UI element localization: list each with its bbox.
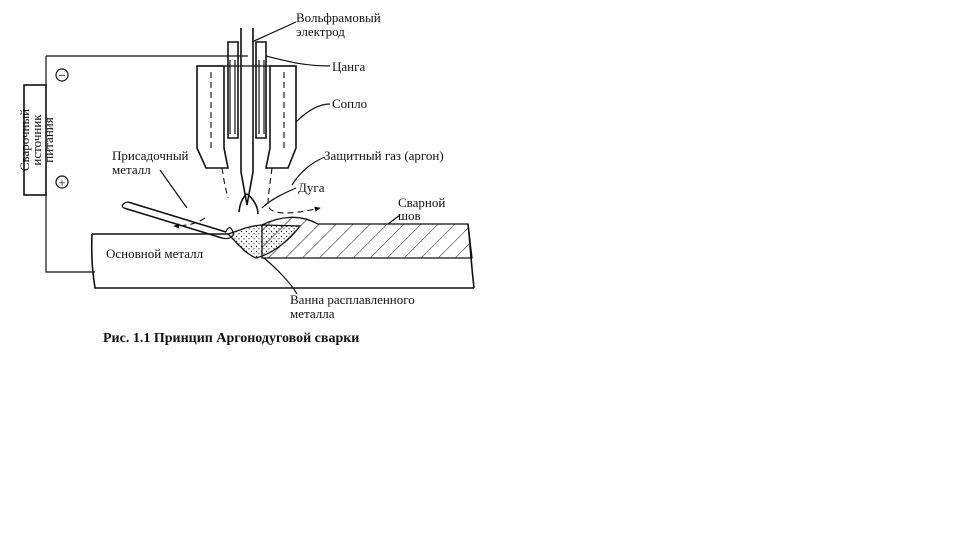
leader-electrode (251, 21, 297, 43)
leader-lines (159, 21, 401, 295)
collet-hatching (229, 60, 265, 134)
minus-terminal-icon (55, 68, 69, 82)
label-electrode-line-2: электрод (296, 24, 345, 39)
gas-flow-right-arrow (267, 167, 321, 214)
positive-wire-to-workpiece (45, 195, 95, 273)
collet-left (227, 41, 239, 139)
label-filler-line-1: Присадочный (112, 148, 189, 163)
base-metal-outline (90, 233, 474, 289)
nozzle-right-wall (265, 65, 297, 169)
tungsten-electrode (240, 28, 254, 206)
filler-rod-tip (221, 227, 234, 240)
label-shield-gas: Защитный газ (аргон) (324, 148, 444, 163)
filler-rod (121, 201, 234, 240)
filler-rod-bottom (123, 207, 223, 239)
filler-rod-end (121, 201, 129, 209)
power-source: Сварочный источник питания − + (17, 55, 248, 273)
power-source-label: Сварочный источник питания (17, 109, 56, 171)
collet-right (255, 41, 267, 139)
gas-flow-left-arrow (173, 217, 206, 229)
minus-sign: − (58, 68, 65, 83)
leader-shield-gas (291, 156, 326, 186)
leader-seam (387, 214, 401, 225)
label-pool-line-1: Ванна расплавленного (290, 292, 415, 307)
label-pool-line-2: металла (290, 306, 335, 321)
label-nozzle: Сопло (332, 96, 367, 111)
label-seam-line-1: Сварной (398, 195, 445, 210)
leader-arc (261, 187, 297, 209)
plus-terminal-icon (55, 175, 69, 189)
power-source-box (23, 84, 47, 196)
leader-collet (265, 55, 331, 67)
power-source-line-1: Сварочный (17, 109, 32, 171)
leader-filler (159, 169, 188, 209)
label-collet: Цанга (332, 59, 365, 74)
label-seam-line-2: шов (398, 208, 421, 223)
workpiece (90, 216, 475, 289)
welding-torch (173, 28, 321, 229)
label-base-metal: Основной металл (106, 246, 204, 261)
power-source-line-3: питания (41, 117, 56, 162)
molten-pool (226, 224, 302, 259)
power-source-line-2: источник (29, 114, 44, 166)
filler-rod-top (127, 201, 227, 233)
arc (238, 193, 259, 215)
leader-pool (263, 257, 298, 295)
plus-sign: + (58, 175, 65, 190)
leader-nozzle (295, 103, 331, 123)
nozzle-left-wall (196, 65, 229, 169)
label-filler-line-2: металл (112, 162, 151, 177)
label-electrode-line-1: Вольфрамовый (296, 10, 381, 25)
figure-caption: Рис. 1.1 Принцип Аргонодуговой сварки (103, 331, 359, 346)
label-arc: Дуга (298, 180, 325, 195)
weld-seam (261, 216, 473, 259)
gas-flow-left (221, 167, 229, 199)
